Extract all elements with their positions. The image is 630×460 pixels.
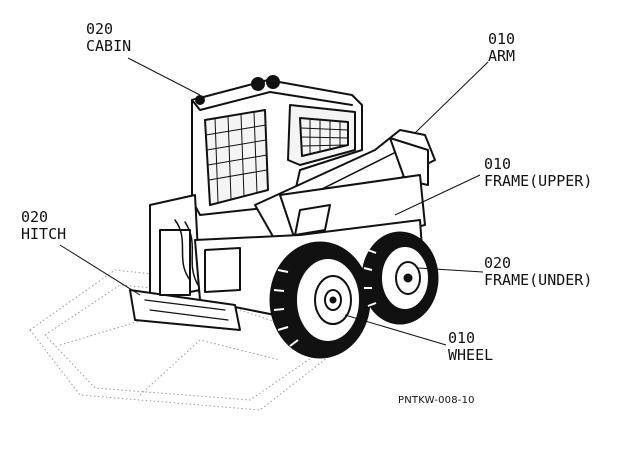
- callout-label: FRAME(UPPER): [484, 172, 593, 190]
- hitch-plate: [129, 289, 241, 331]
- leader-frame-upper: [394, 174, 481, 216]
- callout-code: 020: [86, 20, 114, 38]
- callout-code: 020: [484, 254, 512, 272]
- leader-cabin: [127, 57, 201, 96]
- callout-label: FRAME(UNDER): [484, 271, 593, 289]
- wheel-rear: [361, 231, 439, 325]
- figure-code: PNTKW-008-10: [398, 395, 475, 406]
- cabin-side-window: [287, 104, 356, 166]
- callout-code: 010: [448, 329, 476, 347]
- leader-lines: [59, 57, 489, 346]
- callout-cabin: 020 CABIN: [86, 21, 131, 55]
- leader-arm: [414, 61, 489, 134]
- callout-label: ARM: [488, 47, 516, 65]
- callout-code: 010: [488, 30, 516, 48]
- leader-hitch: [59, 244, 141, 296]
- callout-hitch: 020 HITCH: [21, 209, 66, 243]
- callout-wheel: 010 WHEEL: [448, 330, 493, 364]
- callout-frame-under: 020 FRAME(UNDER): [484, 255, 592, 289]
- callout-label: CABIN: [86, 37, 132, 55]
- leader-wheel: [344, 314, 447, 346]
- callout-code: 010: [484, 155, 512, 173]
- callout-label: WHEEL: [448, 346, 494, 364]
- leader-frame-under: [417, 267, 484, 273]
- callout-code: 020: [21, 208, 49, 226]
- callout-frame-upper: 010 FRAME(UPPER): [484, 156, 592, 190]
- wheels: [269, 231, 439, 359]
- cabin-front-door: [204, 109, 269, 206]
- callout-label: HITCH: [21, 225, 67, 243]
- callout-arm: 010 ARM: [488, 31, 515, 65]
- wheel-front: [269, 241, 371, 359]
